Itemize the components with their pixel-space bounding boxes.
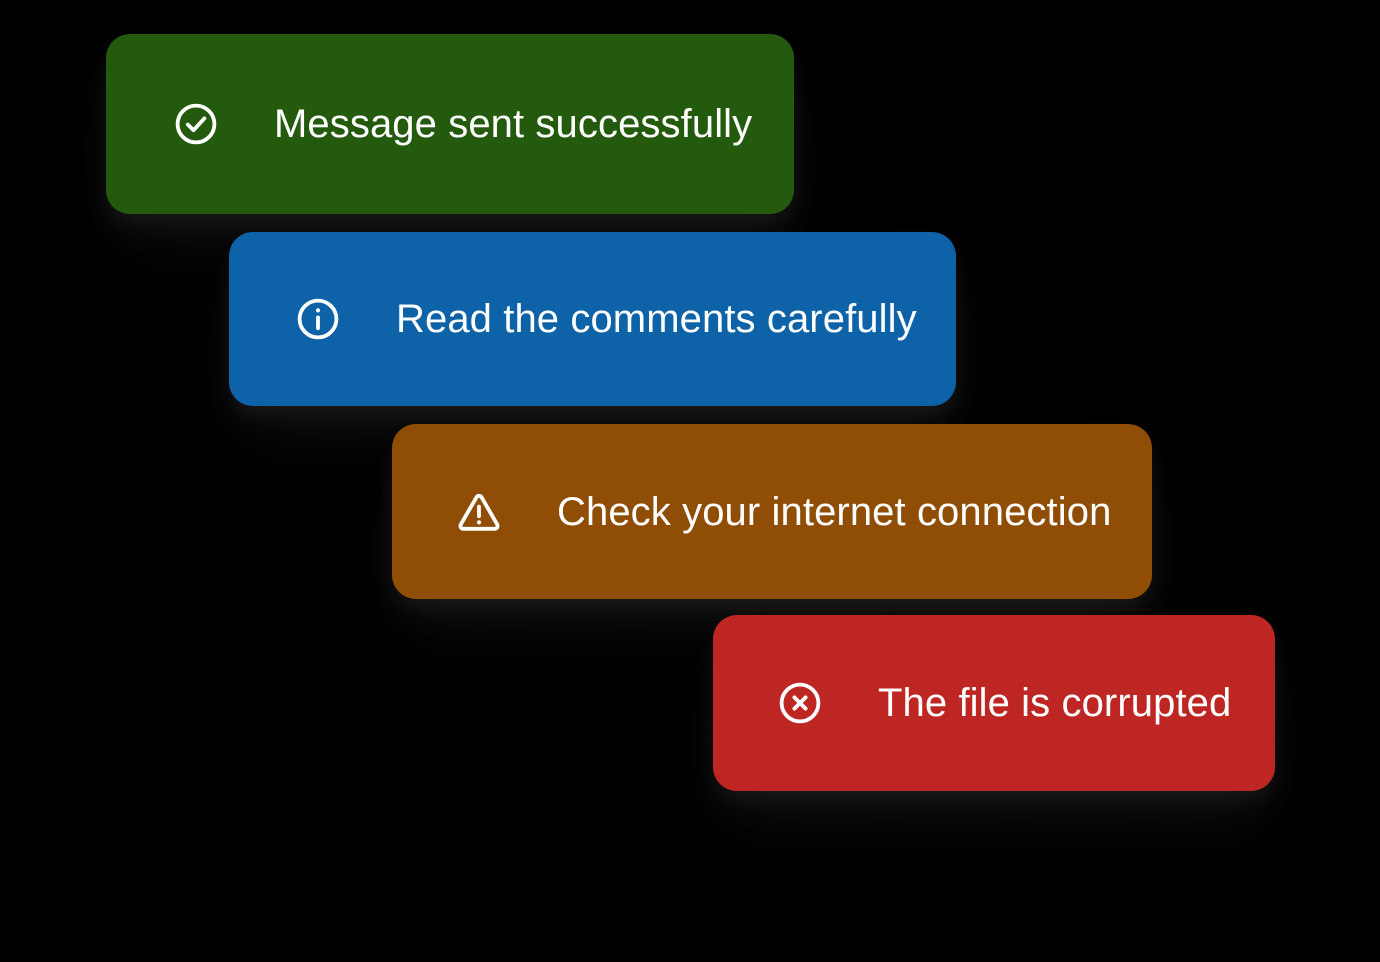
- warning-triangle-icon: [453, 486, 505, 538]
- toast-message-warning: Check your internet connection: [557, 489, 1112, 534]
- toast-warning[interactable]: Check your internet connection: [392, 424, 1152, 599]
- toast-info[interactable]: Read the comments carefully: [229, 232, 956, 406]
- toast-error[interactable]: The file is corrupted: [713, 615, 1275, 791]
- toast-message-success: Message sent successfully: [274, 102, 753, 146]
- toast-success[interactable]: Message sent successfully: [106, 34, 794, 214]
- x-circle-icon: [774, 677, 826, 729]
- toast-message-error: The file is corrupted: [878, 681, 1232, 725]
- info-circle-icon: [292, 293, 344, 345]
- toast-message-info: Read the comments carefully: [396, 297, 917, 341]
- check-circle-icon: [170, 98, 222, 150]
